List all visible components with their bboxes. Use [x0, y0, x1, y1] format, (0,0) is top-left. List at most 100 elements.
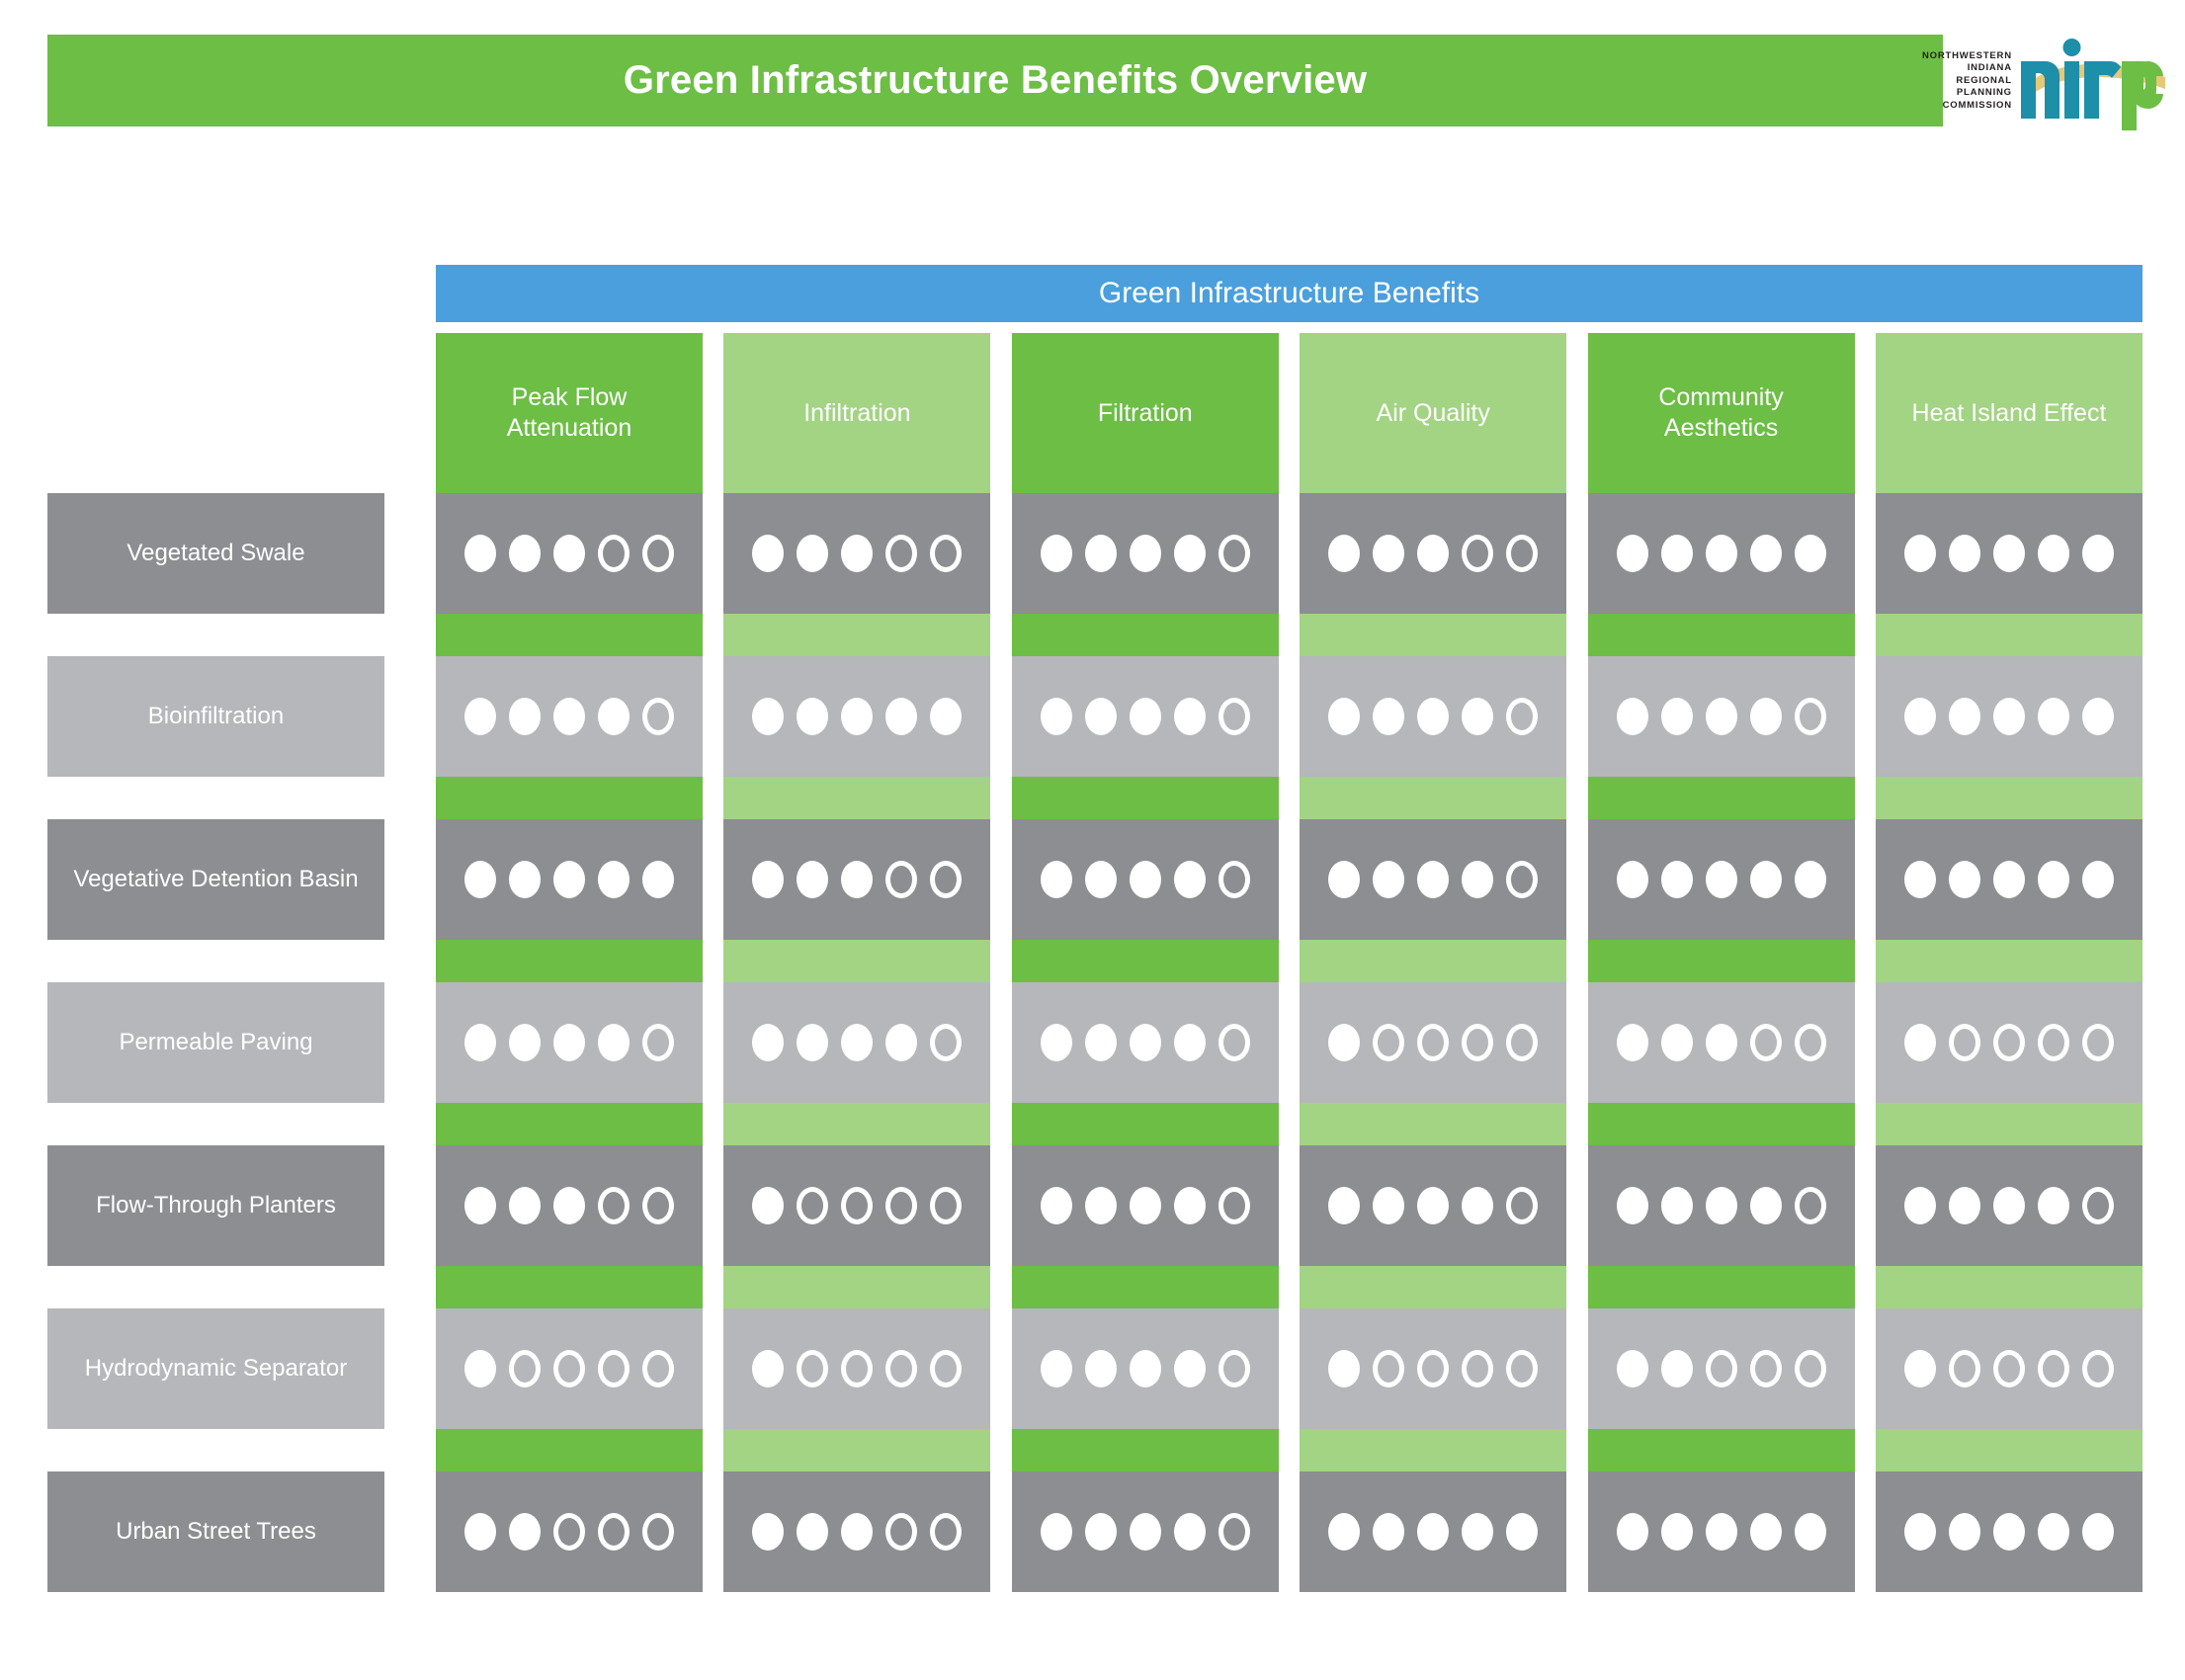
rating-dot-filled [1084, 1024, 1117, 1061]
rating-dot-empty [642, 1513, 674, 1551]
row-divider [1875, 1266, 2143, 1308]
technique-label-6[interactable]: Urban Street Trees [47, 1471, 384, 1592]
rating-cell-r3-c2[interactable] [1011, 982, 1279, 1103]
technique-label-1[interactable]: Bioinfiltration [47, 656, 384, 777]
rating-cell-r2-c0[interactable] [436, 819, 703, 940]
rating-dot-empty [930, 1350, 963, 1387]
rating-cell-r3-c4[interactable] [1587, 982, 1855, 1103]
rating-dot-filled [1705, 1513, 1737, 1551]
technique-label-0[interactable]: Vegetated Swale [47, 493, 384, 614]
rating-cell-r4-c2[interactable] [1011, 1145, 1279, 1266]
rating-dot-filled [1749, 861, 1782, 898]
technique-label-2[interactable]: Vegetative Detention Basin [47, 819, 384, 940]
rating-cell-r6-c2[interactable] [1011, 1471, 1279, 1592]
benefit-header-1[interactable]: Infiltration [723, 333, 991, 493]
rating-cell-r1-c1[interactable] [723, 656, 991, 777]
rating-cell-r3-c1[interactable] [723, 982, 991, 1103]
rating-dot-filled [1328, 861, 1361, 898]
rating-cell-r5-c2[interactable] [1011, 1308, 1279, 1429]
technique-label-4[interactable]: Flow-Through Planters [47, 1145, 384, 1266]
rating-dot-filled [1129, 1350, 1161, 1387]
rating-cell-r4-c0[interactable] [436, 1145, 703, 1266]
row-divider [723, 940, 991, 982]
rating-cell-r6-c3[interactable] [1300, 1471, 1567, 1592]
rating-dot-filled [1903, 535, 1936, 572]
rating-dot-filled [553, 1024, 585, 1061]
rating-cell-r5-c3[interactable] [1300, 1308, 1567, 1429]
rating-dot-empty [1462, 535, 1494, 572]
benefit-header-2[interactable]: Filtration [1011, 333, 1279, 493]
rating-cell-r6-c1[interactable] [723, 1471, 991, 1592]
rating-cell-r5-c5[interactable] [1875, 1308, 2143, 1429]
row-divider [1587, 1266, 1855, 1308]
rating-cell-r6-c0[interactable] [436, 1471, 703, 1592]
rating-dot-empty [1373, 1024, 1405, 1061]
rating-dot-filled [1373, 1513, 1405, 1551]
rating-dot-filled [797, 535, 829, 572]
rating-cell-r6-c5[interactable] [1875, 1471, 2143, 1592]
rating-dot-filled [1040, 1513, 1072, 1551]
rating-cell-r2-c3[interactable] [1300, 819, 1567, 940]
rating-dot-filled [598, 861, 630, 898]
rating-cell-r0-c4[interactable] [1587, 493, 1855, 614]
rating-cell-r2-c2[interactable] [1011, 819, 1279, 940]
rating-cell-r5-c1[interactable] [723, 1308, 991, 1429]
benefit-header-3[interactable]: Air Quality [1300, 333, 1567, 493]
technique-label-3[interactable]: Permeable Paving [47, 982, 384, 1103]
rating-dot-filled [1660, 1024, 1693, 1061]
rating-dot-filled [464, 535, 496, 572]
rating-dot-filled [1328, 1024, 1361, 1061]
rating-cell-r6-c4[interactable] [1587, 1471, 1855, 1592]
rating-cell-r0-c0[interactable] [436, 493, 703, 614]
rating-dot-empty [553, 1350, 585, 1387]
rating-cell-r1-c5[interactable] [1875, 656, 2143, 777]
technique-label-5[interactable]: Hydrodynamic Separator [47, 1308, 384, 1429]
rating-cell-r2-c4[interactable] [1587, 819, 1855, 940]
rating-cell-r3-c3[interactable] [1300, 982, 1567, 1103]
benefit-header-0[interactable]: Peak Flow Attenuation [436, 333, 703, 493]
rating-dot-empty [1948, 1350, 1980, 1387]
rating-cell-r1-c4[interactable] [1587, 656, 1855, 777]
rating-dot-filled [1417, 698, 1450, 735]
rating-dot-filled [1040, 698, 1072, 735]
row-divider [1875, 777, 2143, 819]
rating-cell-r0-c1[interactable] [723, 493, 991, 614]
rating-cell-r5-c4[interactable] [1587, 1308, 1855, 1429]
rating-cell-r3-c5[interactable] [1875, 982, 2143, 1103]
rating-dot-filled [1129, 1187, 1161, 1224]
rating-cell-r4-c5[interactable] [1875, 1145, 2143, 1266]
rating-cell-r0-c3[interactable] [1300, 493, 1567, 614]
rating-dot-filled [1948, 1513, 1980, 1551]
rating-cell-r0-c5[interactable] [1875, 493, 2143, 614]
rating-dot-filled [752, 1024, 785, 1061]
rating-dot-filled [841, 861, 874, 898]
rating-dot-filled [1173, 1513, 1206, 1551]
rating-cell-r4-c3[interactable] [1300, 1145, 1567, 1266]
rating-cell-r2-c5[interactable] [1875, 819, 2143, 940]
rating-cell-r1-c3[interactable] [1300, 656, 1567, 777]
rating-cell-r4-c4[interactable] [1587, 1145, 1855, 1266]
row-divider [1587, 940, 1855, 982]
rating-dot-empty [1749, 1024, 1782, 1061]
rating-dot-empty [598, 535, 630, 572]
benefit-header-4[interactable]: Community Aesthetics [1587, 333, 1855, 493]
rating-cell-r0-c2[interactable] [1011, 493, 1279, 614]
rating-dot-empty [930, 535, 963, 572]
rating-cell-r3-c0[interactable] [436, 982, 703, 1103]
rating-dot-empty [642, 1187, 674, 1224]
rating-dot-filled [1417, 535, 1450, 572]
rating-dot-empty [642, 535, 674, 572]
rating-dot-filled [1749, 698, 1782, 735]
rating-cell-r5-c0[interactable] [436, 1308, 703, 1429]
rating-cell-r1-c2[interactable] [1011, 656, 1279, 777]
rating-dot-filled [1373, 861, 1405, 898]
rating-dot-filled [1992, 698, 2025, 735]
benefit-header-5[interactable]: Heat Island Effect [1875, 333, 2143, 493]
rating-dot-empty [1218, 535, 1250, 572]
rating-cell-r4-c1[interactable] [723, 1145, 991, 1266]
rating-dot-empty [930, 1513, 963, 1551]
rating-dot-filled [1992, 535, 2025, 572]
rating-cell-r1-c0[interactable] [436, 656, 703, 777]
rating-cell-r2-c1[interactable] [723, 819, 991, 940]
rating-dot-filled [1084, 535, 1117, 572]
